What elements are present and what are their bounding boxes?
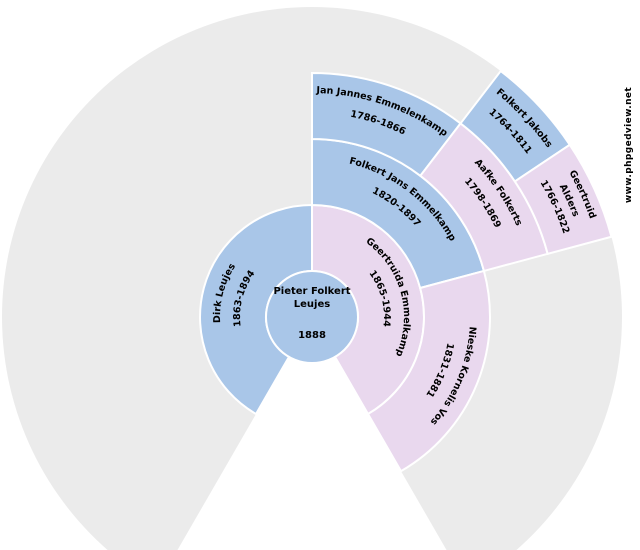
root-name: Leujes: [294, 299, 330, 310]
root-name: Pieter Folkert: [273, 286, 350, 297]
ancestor-sector-7[interactable]: [513, 143, 613, 256]
root-person-circle[interactable]: [265, 270, 359, 364]
root-dates: 1888: [298, 330, 326, 341]
ancestor-sector-3[interactable]: [366, 269, 491, 473]
watermark: www.phpgedview.net: [624, 87, 634, 204]
